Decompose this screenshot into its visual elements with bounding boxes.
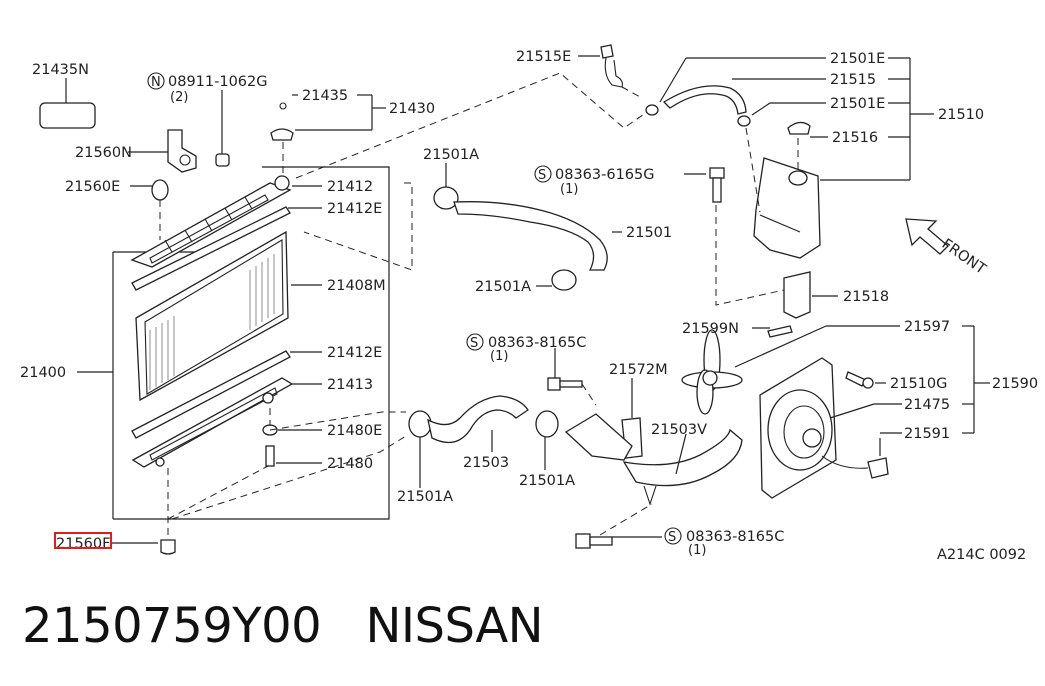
label-08911-1062G: 08911-1062G (168, 74, 268, 90)
part-reservoir-tank (753, 157, 821, 259)
label-21510: 21510 (938, 107, 984, 123)
label-FRONT: FRONT (939, 236, 989, 278)
part-21560F (160, 539, 176, 555)
part-21503V-hose (622, 428, 743, 487)
part-21591-connector (867, 457, 889, 479)
label-21501: 21501 (626, 225, 672, 241)
label-21412E-bottom: 21412E (327, 345, 382, 361)
label-21480E: 21480E (327, 423, 382, 439)
part-21518 (783, 271, 811, 319)
part-21501A-clamp-top (433, 186, 459, 210)
diagram-reference-code: A214C 0092 (937, 547, 1026, 563)
label-21501A-bottom-1: 21501A (397, 489, 453, 505)
part-08363-8165C-bottom-bolt (575, 533, 591, 549)
label-08363-8165C-top: 08363-8165C (488, 335, 586, 351)
label-21413: 21413 (327, 377, 373, 393)
part-08363-6165G-bolt (709, 167, 725, 179)
label-21435N: 21435N (32, 62, 89, 78)
part-21501A-clamp-bot1 (408, 410, 432, 438)
front-arrow-icon (905, 218, 949, 255)
label-21475: 21475 (904, 397, 950, 413)
label-21480: 21480 (327, 456, 373, 472)
footer-brand: NISSAN (365, 598, 544, 654)
label-21430: 21430 (389, 101, 435, 117)
label-21501E-mid: 21501E (830, 96, 885, 112)
highlight-box-21560F (54, 532, 112, 549)
part-08911-nut (215, 153, 230, 167)
label-21516: 21516 (832, 130, 878, 146)
svg-text:S: S (470, 336, 478, 351)
label-21518: 21518 (843, 289, 889, 305)
label-08911-qty: (2) (170, 90, 188, 105)
label-21572M: 21572M (609, 362, 668, 378)
part-21510G-screw (845, 371, 867, 387)
label-21501A-top: 21501A (423, 147, 479, 163)
part-21435N (39, 102, 96, 129)
svg-text:N: N (151, 75, 161, 90)
seal-strip-top (131, 206, 291, 291)
part-21560N (167, 129, 197, 173)
label-21503: 21503 (463, 455, 509, 471)
label-21501A-bottom-2: 21501A (519, 473, 575, 489)
label-08363-8165C-bottom-qty: (1) (688, 543, 706, 558)
footer-caption: 2150759Y00 NISSAN (22, 598, 544, 654)
svg-text:S: S (668, 530, 676, 545)
label-08363-6165G: 08363-6165G (555, 167, 655, 183)
label-08363-8165C-top-qty: (1) (490, 349, 508, 364)
label-21510G: 21510G (890, 376, 947, 392)
circled-s-symbol-8165C-bottom (664, 527, 682, 545)
seal-strip-bottom (131, 350, 291, 439)
label-21515E: 21515E (516, 49, 571, 65)
label-21560E: 21560E (65, 179, 120, 195)
part-21480 (265, 445, 275, 467)
part-21501A-clamp-mid (551, 269, 577, 291)
label-21408M: 21408M (327, 278, 386, 294)
part-21501-hose (453, 201, 608, 271)
label-21597: 21597 (904, 319, 950, 335)
part-21501A-clamp-bot2 (535, 410, 559, 438)
label-08363-8165C-bottom: 08363-8165C (686, 529, 784, 545)
circled-s-symbol-6165G (534, 165, 552, 183)
label-21503V: 21503V (651, 422, 707, 438)
part-water-outlet (564, 413, 633, 461)
circled-n-symbol (147, 72, 165, 90)
label-21560F: 21560F (56, 536, 110, 552)
part-fan-motor (802, 428, 822, 448)
label-21501E-top: 21501E (830, 51, 885, 67)
part-21430-cap (270, 128, 294, 141)
radiator-frame (113, 166, 390, 520)
part-21599N-fan (681, 329, 743, 415)
part-21515E-clip (600, 44, 614, 59)
part-21560E (151, 179, 169, 201)
label-21591: 21591 (904, 426, 950, 442)
label-21560N: 21560N (75, 145, 132, 161)
radiator-neck (274, 175, 290, 191)
label-21515: 21515 (830, 72, 876, 88)
label-21400: 21400 (20, 365, 66, 381)
part-21515-hose (662, 85, 747, 115)
label-21412: 21412 (327, 179, 373, 195)
part-08363-8165C-top-bolt (547, 377, 561, 391)
label-21590: 21590 (992, 376, 1038, 392)
label-08363-6165G-qty: (1) (560, 182, 578, 197)
part-21503-hose (427, 395, 529, 444)
label-21435: 21435 (302, 88, 348, 104)
label-21599N: 21599N (682, 321, 739, 337)
label-21412E-top: 21412E (327, 201, 382, 217)
part-21516-cap (787, 121, 811, 135)
part-21501E-clamp-1 (645, 104, 659, 116)
circled-s-symbol-8165C-top (466, 333, 484, 351)
footer-part-number: 2150759Y00 (22, 598, 322, 654)
part-21501E-clamp-2 (737, 115, 751, 127)
label-21501A-mid: 21501A (475, 279, 531, 295)
svg-text:S: S (538, 168, 546, 183)
